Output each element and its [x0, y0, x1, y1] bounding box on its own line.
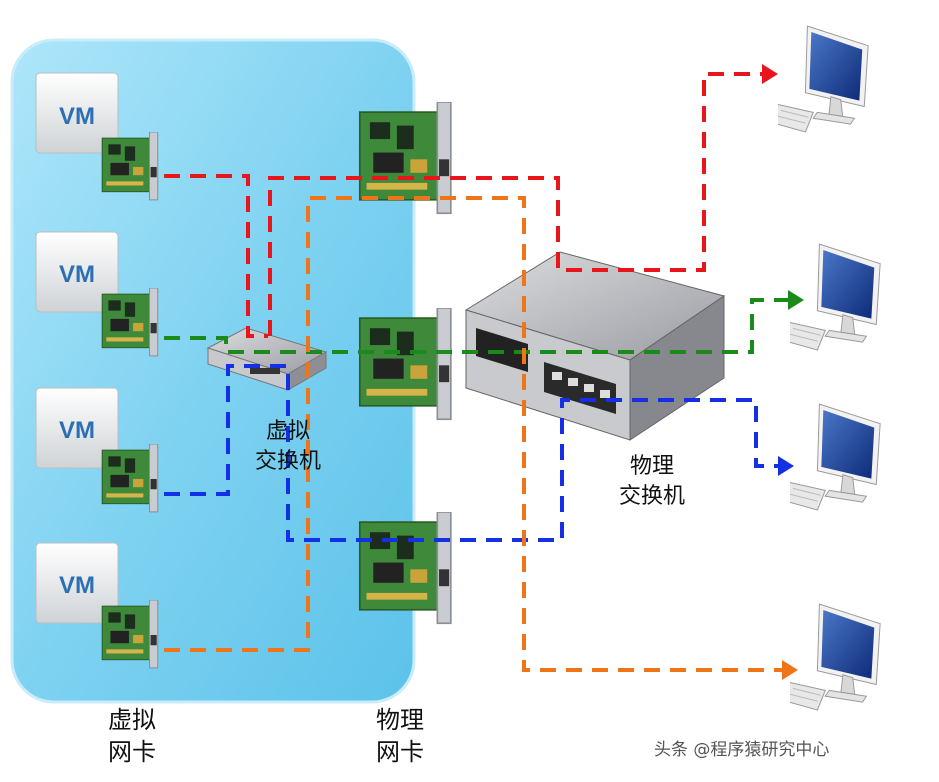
virtual-nic-icon: [101, 288, 159, 357]
computer-icon: [790, 603, 881, 711]
orange-arrowhead: [782, 660, 798, 680]
virtual-nic-icon: [101, 132, 159, 201]
virtual-switch-line2: 交换机: [254, 449, 321, 474]
virtual-nic-icon: [101, 600, 159, 669]
green-link-vm2: [164, 298, 790, 354]
physical-nic-icon: [358, 308, 452, 421]
watermark: 头条 @程序猿研究中心: [654, 740, 830, 760]
vm-label: VM: [59, 417, 95, 444]
red-link-uplink: [268, 72, 764, 336]
physical-nic-label: 物理 网卡: [360, 704, 440, 768]
computer-icon: [778, 25, 869, 133]
blue-arrowhead: [778, 456, 794, 476]
red-link-vm1: [164, 174, 268, 338]
vm-label: VM: [59, 261, 95, 288]
orange-link-vm4: [164, 196, 784, 672]
computer-icon: [790, 403, 881, 511]
red-arrowhead: [762, 64, 778, 84]
blue-link-vm3: [164, 364, 778, 542]
physical-switch-icon: [464, 251, 726, 441]
physical-nic-line2: 网卡: [376, 738, 424, 766]
virtual-nic-line1: 虚拟: [108, 706, 156, 734]
vm-3: VM: [35, 387, 119, 469]
green-arrowhead: [788, 290, 804, 310]
virtual-nic-line2: 网卡: [108, 738, 156, 766]
virtual-switch-line1: 虚拟: [265, 419, 310, 444]
physical-switch-line2: 交换机: [618, 484, 685, 509]
virtual-switch-label: 虚拟 交换机: [238, 417, 338, 477]
physical-nic-line1: 物理: [376, 706, 424, 734]
vm-1: VM: [35, 72, 119, 154]
physical-switch-label: 物理 交换机: [602, 452, 702, 512]
vm-label: VM: [59, 103, 95, 130]
vm-2: VM: [35, 231, 119, 313]
physical-switch-line1: 物理: [629, 454, 674, 479]
virtual-nic-label: 虚拟 网卡: [92, 704, 172, 768]
vm-label: VM: [59, 572, 95, 599]
virtual-nic-icon: [101, 444, 159, 513]
vm-4: VM: [35, 542, 119, 624]
physical-nic-icon: [358, 512, 452, 625]
